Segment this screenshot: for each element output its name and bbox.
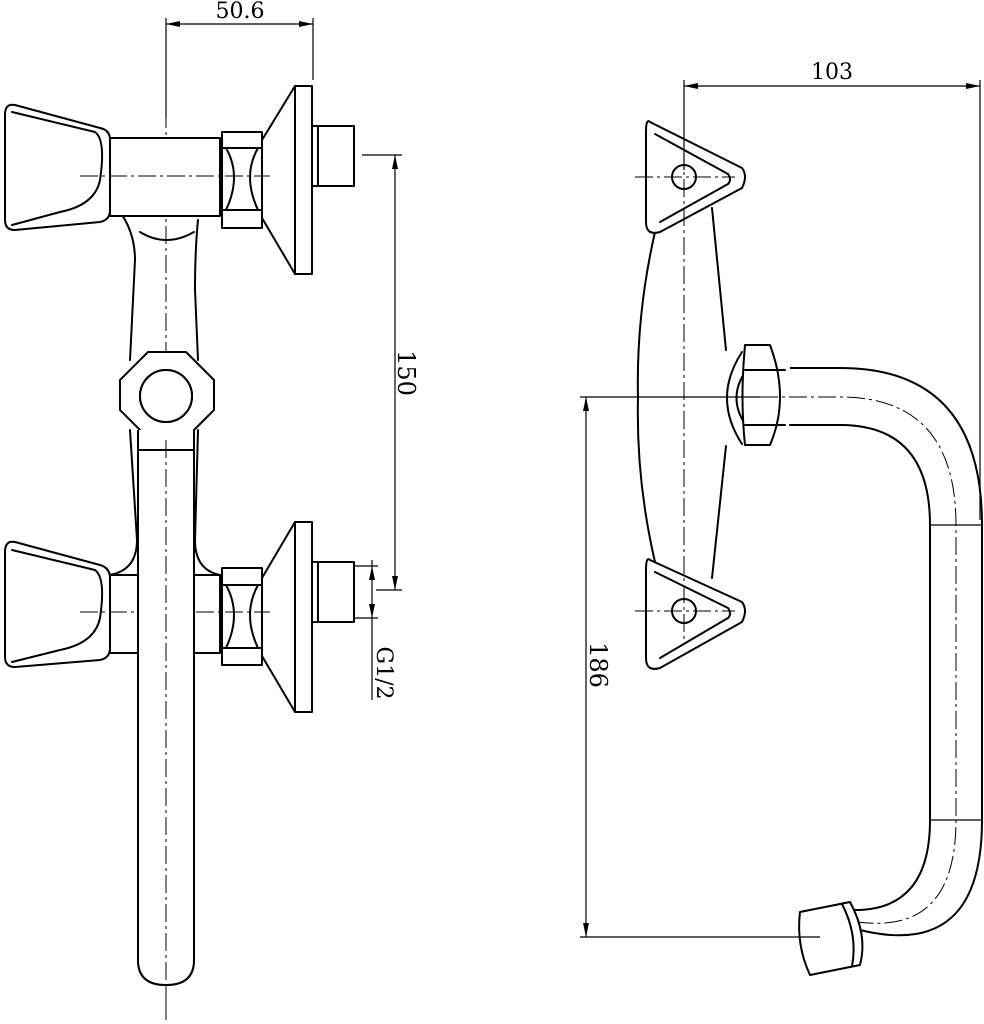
side-spout-centerline	[760, 396, 957, 924]
top-handle	[4, 103, 111, 231]
side-pivot-arc	[726, 351, 743, 445]
top-valve-body	[109, 137, 221, 217]
dim-spout-reach: 103	[683, 60, 981, 520]
bottom-hex-nut	[221, 567, 263, 666]
top-hex-facets	[221, 147, 263, 211]
side-bottom-handle-inner	[654, 571, 731, 659]
front-bridge-arc	[139, 231, 195, 241]
front-pivot-inner	[139, 369, 193, 423]
front-body	[109, 199, 221, 576]
dim-spout-offset-label: 50.6	[216, 0, 265, 24]
side-aerator	[798, 901, 864, 976]
front-view: 50.6 150 G1/2	[4, 0, 420, 1020]
dim-spout-height-label: 186	[584, 642, 612, 688]
top-valve	[4, 85, 355, 275]
top-hex-nut	[221, 131, 263, 229]
side-spout-inner	[789, 424, 931, 911]
dim-thread-label: G1/2	[371, 647, 396, 700]
side-view: 103 186	[580, 60, 983, 976]
dim-thread: G1/2	[354, 560, 396, 700]
bottom-handle	[4, 540, 111, 668]
dim-spout-offset: 50.6	[165, 0, 314, 118]
dim-valve-spacing-label: 150	[392, 350, 420, 396]
side-body-right	[711, 207, 727, 579]
bottom-hex-facets	[221, 584, 263, 649]
side-pivot-facets	[744, 369, 786, 426]
dim-valve-spacing: 150	[362, 154, 420, 591]
side-top-handle-inner	[654, 133, 731, 223]
bottom-flange	[261, 521, 313, 713]
dim-spout-height: 186	[580, 396, 820, 938]
side-pivot-hex	[741, 344, 781, 446]
bottom-handle-facet	[11, 549, 104, 663]
side-aerator-ring	[841, 903, 855, 967]
side-body-left	[636, 231, 656, 563]
side-spout-outer	[790, 367, 983, 937]
top-flange	[261, 85, 313, 275]
dim-spout-reach-label: 103	[811, 60, 853, 85]
top-handle-facet	[11, 111, 104, 226]
